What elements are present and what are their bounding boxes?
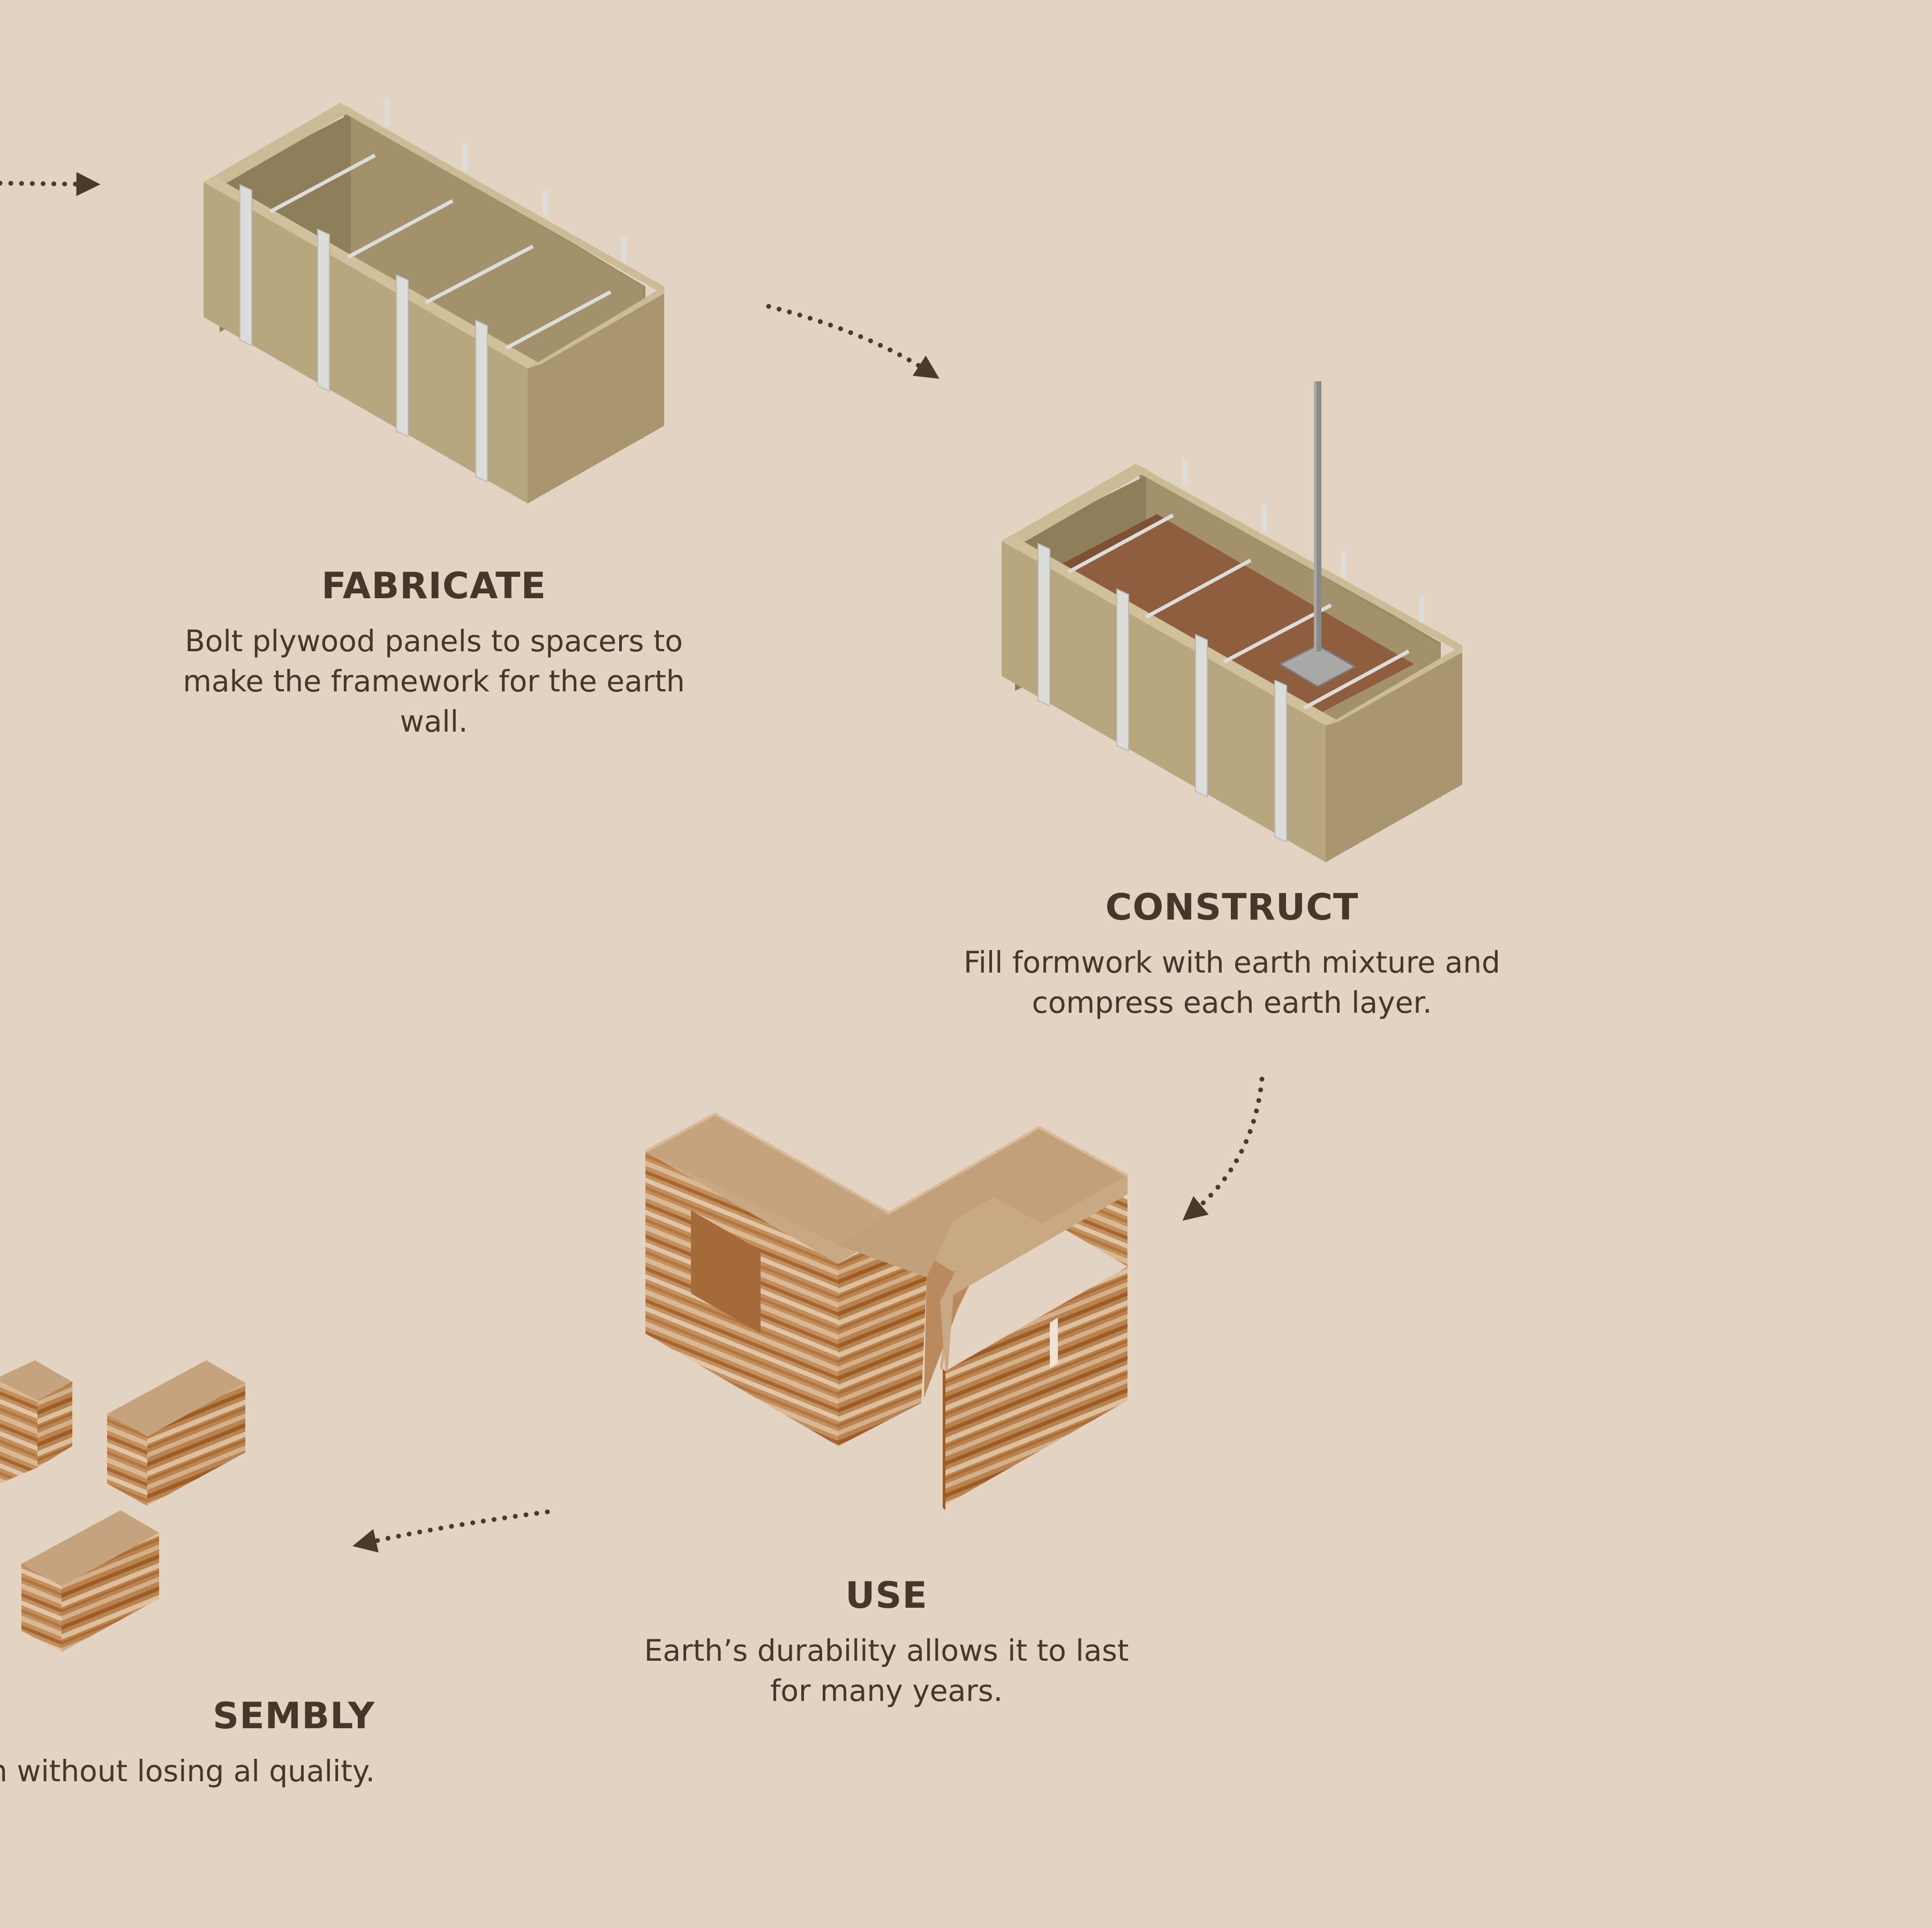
earth-block-icon [0, 1360, 72, 1483]
dotted-arrow-icon [352, 1509, 550, 1553]
dotted-arrow-icon [1182, 1076, 1265, 1221]
step-description: n without losing al quality. [0, 1754, 375, 1788]
step-description: Fill formwork with earth mixture and com… [963, 945, 1501, 1020]
step-fabricate: FABRICATE Bolt plywood panels to spacers… [161, 565, 707, 742]
step-use: USE Earth’s durability allows it to last… [621, 1575, 1152, 1711]
step-title: CONSTRUCT [1105, 886, 1359, 929]
step-title: FABRICATE [321, 565, 546, 607]
earth-block-icon [21, 1510, 159, 1652]
dotted-arrow-icon [0, 172, 101, 197]
step-reassembly: SEMBLY n without losing al quality. [0, 1695, 375, 1791]
step-title: USE [845, 1575, 928, 1617]
filled-formwork-icon [1002, 381, 1462, 862]
step-description: Earth’s durability allows it to last for… [644, 1633, 1129, 1708]
tamper-icon [1278, 381, 1357, 688]
formwork-icon [204, 99, 664, 503]
dotted-arrow-icon [766, 304, 939, 379]
step-title: SEMBLY [213, 1695, 375, 1737]
step-description: Bolt plywood panels to spacers to make t… [183, 624, 685, 739]
rammed-earth-wall-icon [644, 1112, 1129, 1510]
step-construct: CONSTRUCT Fill formwork with earth mixtu… [953, 886, 1510, 1023]
earth-block-icon [107, 1360, 245, 1506]
